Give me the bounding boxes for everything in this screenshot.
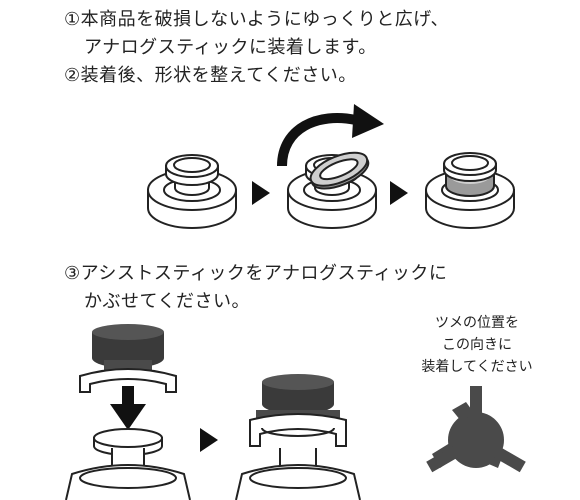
analog-stick-under-cap xyxy=(235,448,361,500)
analog-stick-bare xyxy=(147,154,237,229)
down-arrow-icon xyxy=(110,386,146,430)
note-line1: ツメの位置を xyxy=(435,315,519,331)
step2-line1: ②装着後、形状を整えてください。 xyxy=(64,65,357,86)
right-triangle-arrow-icon xyxy=(200,428,218,452)
right-triangle-arrow-icon xyxy=(252,181,270,205)
assist-stick-attached xyxy=(249,374,347,447)
right-triangle-arrow-icon xyxy=(390,181,408,205)
step3-line1: ③アシストスティックをアナログスティックに xyxy=(64,263,448,284)
note-line3: 装着してください xyxy=(421,359,533,375)
note-line2: この向きに xyxy=(442,337,512,353)
curved-arrow-icon xyxy=(277,104,384,167)
step3-line2: かぶせてください。 xyxy=(84,291,250,312)
analog-stick-with-ring xyxy=(287,151,377,229)
analog-stick-ring-fitted xyxy=(425,152,515,229)
analog-stick-target xyxy=(65,428,191,500)
step1-line1: ①本商品を破損しないようにゆっくりと広げ、 xyxy=(64,9,450,30)
three-prong-claw-icon xyxy=(426,386,526,473)
claw-orientation-note: ツメの位置を この向きに 装着してください xyxy=(402,312,552,378)
step1-line2: アナログスティックに装着します。 xyxy=(84,37,377,58)
assist-stick-cap xyxy=(79,324,177,393)
